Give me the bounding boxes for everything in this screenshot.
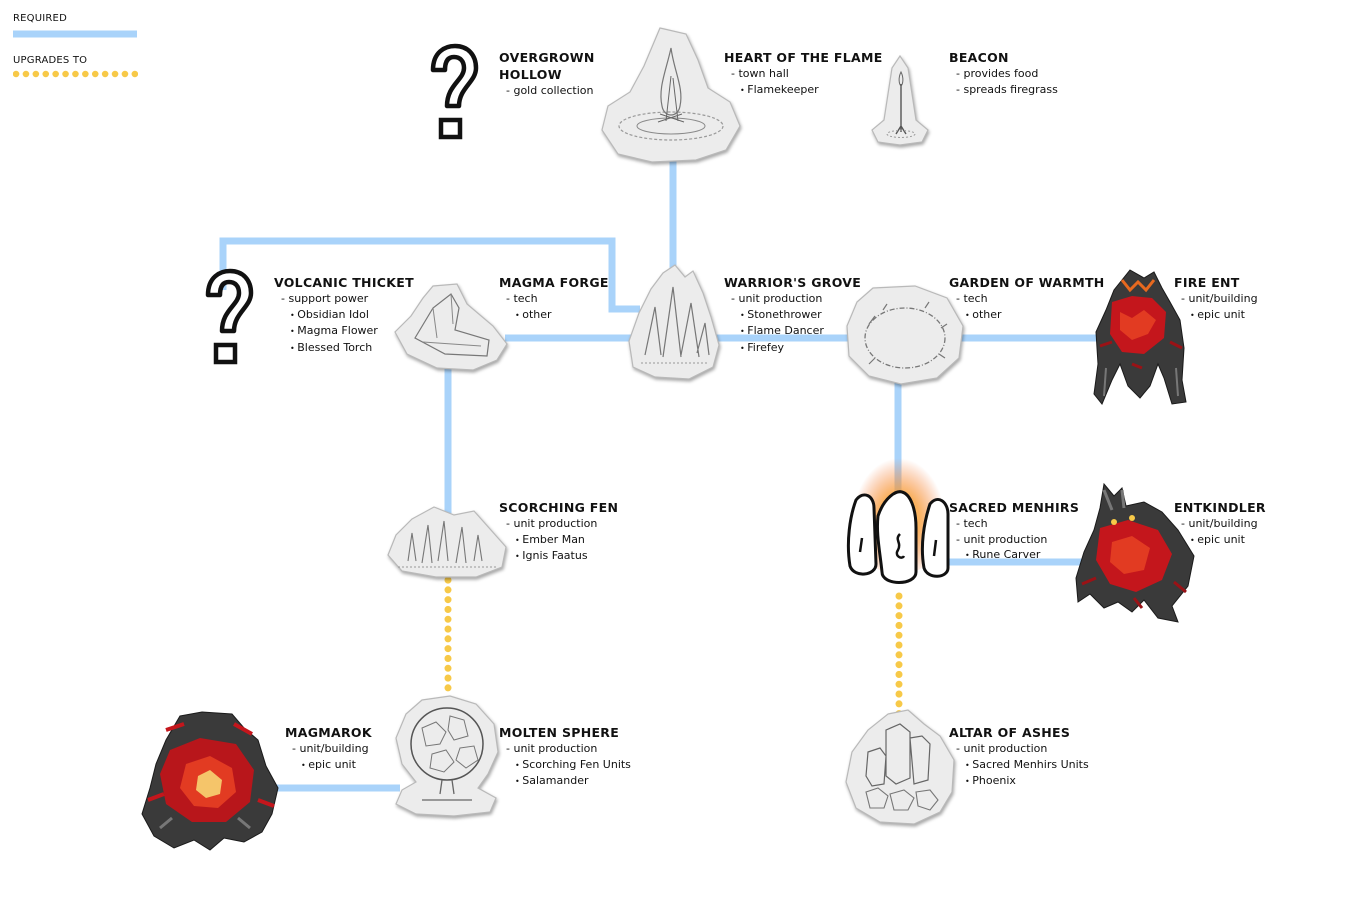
entkindler-item: epic unit [1174,532,1266,549]
legend-upgrades-label: UPGRADES TO [13,55,88,66]
legend-upgrade-line [13,70,138,78]
garden-of-warmth-info: GARDEN OF WARMTH tech other [949,274,1105,323]
fire-ent-title: FIRE ENT [1174,275,1240,290]
scorching-fen-info: SCORCHING FEN unit production Ember Man … [499,499,618,565]
altar-of-ashes-info: ALTAR OF ASHES unit production Sacred Me… [949,724,1089,790]
legend-required-label: REQUIRED [13,13,67,24]
altar-of-ashes-category: unit production [949,741,1089,757]
molten-sphere-title: MOLTEN SPHERE [499,725,620,740]
warriors-grove-icon[interactable] [627,263,721,381]
magma-forge-item: other [499,307,609,324]
volcanic-thicket-category: support power [274,291,414,307]
heart-of-flame-category: town hall [724,66,883,82]
volcanic-thicket-title: VOLCANIC THICKET [274,275,414,290]
overgrown-hollow-title-2: HOLLOW [499,67,562,82]
magmarok-icon[interactable] [140,710,282,852]
warriors-grove-item-3: Firefey [724,340,861,357]
magma-forge-icon[interactable] [393,282,511,372]
warriors-grove-category: unit production [724,291,861,307]
warriors-grove-info: WARRIOR'S GROVE unit production Stonethr… [724,274,861,356]
heart-of-flame-icon[interactable] [600,26,742,164]
molten-sphere-item-2: Salamander [499,773,631,790]
altar-of-ashes-icon[interactable] [844,708,956,826]
beacon-category-1: provides food [949,66,1058,82]
volcanic-thicket-item-3: Blessed Torch [274,340,414,357]
entkindler-title: ENTKINDLER [1174,500,1266,515]
warriors-grove-item-1: Stonethrower [724,307,861,324]
magmarok-title: MAGMAROK [285,725,372,740]
heart-of-flame-item: Flamekeeper [724,82,883,99]
sacred-menhirs-info: SACRED MENHIRS tech unit production Rune… [949,499,1079,564]
sacred-menhirs-title: SACRED MENHIRS [949,500,1080,515]
magmarok-info: MAGMAROK unit/building epic unit [285,724,372,773]
molten-sphere-item-1: Scorching Fen Units [499,757,631,774]
magmarok-category: unit/building [285,741,372,757]
altar-of-ashes-title: ALTAR OF ASHES [949,725,1071,740]
magma-forge-info: MAGMA FORGE tech other [499,274,609,323]
magmarok-item: epic unit [285,757,372,774]
fire-ent-info: FIRE ENT unit/building epic unit [1174,274,1258,323]
altar-of-ashes-item-2: Phoenix [949,773,1089,790]
overgrown-hollow-category: gold collection [499,83,595,99]
scorching-fen-title: SCORCHING FEN [499,500,619,515]
scorching-fen-category: unit production [499,516,618,532]
sacred-menhirs-category-2: unit production [949,532,1079,548]
beacon-icon[interactable] [870,54,932,146]
overgrown-hollow-info: OVERGROWN HOLLOW gold collection [499,49,595,99]
entkindler-info: ENTKINDLER unit/building epic unit [1174,499,1266,548]
warriors-grove-title: WARRIOR'S GROVE [724,275,862,290]
magma-forge-title: MAGMA FORGE [499,275,609,290]
molten-sphere-category: unit production [499,741,631,757]
entkindler-category: unit/building [1174,516,1266,532]
sacred-menhirs-item: Rune Carver [949,547,1079,564]
heart-of-flame-info: HEART OF THE FLAME town hall Flamekeeper [724,49,883,98]
beacon-title: BEACON [949,50,1009,65]
entkindler-icon[interactable] [1074,482,1198,626]
volcanic-thicket-info: VOLCANIC THICKET support power Obsidian … [274,274,414,356]
link-thicket-to-grove [219,237,640,313]
volcanic-thicket-item-1: Obsidian Idol [274,307,414,324]
sacred-menhirs-icon[interactable] [846,452,952,588]
heart-of-flame-title: HEART OF THE FLAME [724,50,883,65]
warriors-grove-item-2: Flame Dancer [724,323,861,340]
garden-of-warmth-title: GARDEN OF WARMTH [949,275,1105,290]
molten-sphere-icon[interactable] [392,694,502,817]
scorching-fen-item-1: Ember Man [499,532,618,549]
garden-of-warmth-category: tech [949,291,1105,307]
magma-forge-category: tech [499,291,609,307]
fire-ent-icon[interactable] [1092,268,1188,410]
overgrown-hollow-icon[interactable] [428,43,480,142]
altar-of-ashes-item-1: Sacred Menhirs Units [949,757,1088,774]
garden-of-warmth-item: other [949,307,1105,324]
beacon-info: BEACON provides food spreads firegrass [949,49,1058,97]
legend-required-line [13,30,137,38]
fire-ent-category: unit/building [1174,291,1257,307]
sacred-menhirs-category-1: tech [949,516,1079,532]
molten-sphere-info: MOLTEN SPHERE unit production Scorching … [499,724,631,790]
garden-of-warmth-icon[interactable] [845,284,965,386]
volcanic-thicket-item-2: Magma Flower [274,323,414,340]
beacon-category-2: spreads firegrass [949,82,1057,98]
volcanic-thicket-icon[interactable] [203,268,255,367]
fire-ent-item: epic unit [1174,307,1258,324]
overgrown-hollow-title-1: OVERGROWN [499,50,595,65]
scorching-fen-icon[interactable] [386,505,510,579]
scorching-fen-item-2: Ignis Faatus [499,548,618,565]
